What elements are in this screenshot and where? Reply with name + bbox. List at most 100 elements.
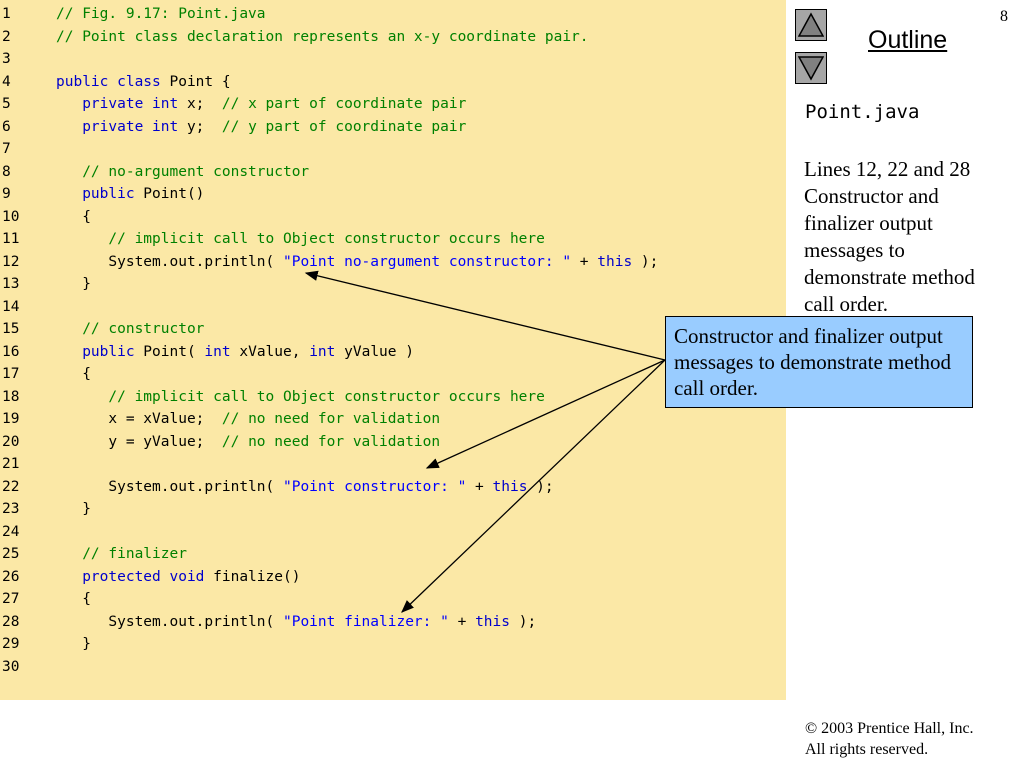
code-token: +: [448, 613, 476, 630]
code-line: 25 // finalizer: [0, 543, 786, 565]
code-token: Point {: [160, 73, 231, 90]
code-token: finalize(): [204, 568, 301, 585]
code-line: 26 protected void finalize(): [0, 566, 786, 588]
side-description: Lines 12, 22 and 28 Constructor and fina…: [804, 157, 975, 316]
code-token: System.out.println(: [56, 613, 283, 630]
code-token: int: [204, 343, 231, 360]
copyright-line-1: © 2003 Prentice Hall, Inc.: [805, 720, 974, 737]
code-line: 29 }: [0, 633, 786, 655]
line-number: 2: [2, 28, 11, 45]
code-token: }: [56, 501, 91, 517]
code-text: protected void finalize(): [56, 566, 300, 588]
code-text: }: [56, 273, 91, 295]
code-text: public Point(): [56, 183, 204, 205]
code-token: y;: [178, 118, 222, 135]
code-text: // implicit call to Object constructor o…: [56, 228, 545, 250]
code-token: );: [632, 253, 659, 270]
code-token: {: [56, 208, 91, 225]
code-text: // finalizer: [56, 543, 187, 565]
file-name-heading: Point.java: [805, 101, 920, 123]
line-number: 4: [2, 73, 11, 90]
line-number: 24: [2, 523, 20, 540]
code-token: x;: [178, 96, 222, 112]
code-token: +: [571, 253, 598, 270]
code-line: 12 System.out.println( "Point no-argumen…: [0, 251, 786, 273]
code-line: 6 private int y; // y part of coordinate…: [0, 116, 786, 138]
code-text: public class Point {: [56, 71, 231, 93]
code-text: }: [56, 633, 91, 655]
code-text: // implicit call to Object constructor o…: [56, 386, 545, 408]
code-token: System.out.println(: [56, 478, 283, 495]
code-text: System.out.println( "Point finalizer: " …: [56, 611, 536, 633]
line-number: 6: [2, 118, 11, 135]
code-token: "Point no-argument constructor: ": [282, 253, 572, 270]
code-token: // Point class declaration represents an…: [56, 28, 589, 45]
code-text: y = yValue; // no need for validation: [56, 431, 440, 453]
code-line: 15 // constructor: [0, 318, 786, 340]
code-token: );: [527, 478, 554, 495]
code-text: private int y; // y part of coordinate p…: [56, 116, 466, 138]
line-number: 15: [2, 321, 20, 337]
code-token: // Fig. 9.17: Point.java: [56, 6, 266, 22]
line-number: 5: [2, 96, 11, 112]
outline-link[interactable]: Outline: [868, 26, 948, 54]
code-token: }: [56, 276, 91, 292]
code-token: // no need for validation: [221, 411, 441, 427]
code-token: xValue,: [230, 343, 310, 360]
copyright: © 2003 Prentice Hall, Inc. All rights re…: [805, 718, 974, 760]
line-number: 14: [2, 298, 20, 315]
code-text: System.out.println( "Point constructor: …: [56, 476, 554, 498]
code-line: 24: [0, 521, 786, 543]
code-text: // constructor: [56, 318, 204, 340]
code-line: 22 System.out.println( "Point constructo…: [0, 476, 786, 498]
code-line: 3: [0, 48, 786, 70]
code-text: private int x; // x part of coordinate p…: [56, 93, 466, 115]
code-text: {: [56, 588, 91, 610]
previous-slide-button[interactable]: [795, 9, 827, 41]
line-number: 11: [2, 231, 20, 247]
code-text: {: [56, 206, 91, 228]
code-line: 8 // no-argument constructor: [0, 161, 786, 183]
code-token: // constructor: [56, 321, 205, 337]
line-number: 1: [2, 6, 11, 22]
line-number: 20: [2, 433, 20, 450]
code-line: 23 }: [0, 498, 786, 520]
line-number: 12: [2, 253, 20, 270]
line-number: 21: [2, 456, 20, 472]
code-token: );: [509, 613, 537, 630]
callout-box: Constructor and finalizer output message…: [665, 316, 973, 408]
code-token: // implicit call to Object constructor o…: [56, 231, 545, 247]
code-token: private int: [56, 96, 179, 112]
triangle-down-icon: [798, 56, 824, 81]
line-number: 18: [2, 388, 20, 405]
code-line: 30: [0, 656, 786, 678]
code-line: 20 y = yValue; // no need for validation: [0, 431, 786, 453]
code-token: private int: [56, 118, 179, 135]
code-line: 9 public Point(): [0, 183, 786, 205]
code-text: // no-argument constructor: [56, 161, 309, 183]
code-token: public: [56, 186, 135, 202]
code-line: 1 // Fig. 9.17: Point.java: [0, 3, 786, 25]
next-slide-button[interactable]: [795, 52, 827, 84]
code-line: 7: [0, 138, 786, 160]
code-line: 14: [0, 296, 786, 318]
code-token: public: [56, 343, 135, 360]
code-token: Point(): [134, 186, 205, 202]
code-token: // no need for validation: [221, 433, 441, 450]
code-token: "Point finalizer: ": [282, 613, 449, 630]
code-token: protected void: [56, 568, 205, 585]
code-token: int: [309, 343, 336, 360]
copyright-line-2: All rights reserved.: [805, 741, 929, 758]
code-token: }: [56, 636, 91, 652]
code-line: 21: [0, 453, 786, 475]
code-text: {: [56, 363, 91, 385]
code-token: this: [475, 613, 510, 630]
line-number: 30: [2, 658, 20, 675]
code-line: 5 private int x; // x part of coordinate…: [0, 93, 786, 115]
code-line: 27 {: [0, 588, 786, 610]
code-token: {: [56, 591, 91, 607]
code-token: System.out.println(: [56, 253, 283, 270]
line-number: 23: [2, 501, 20, 517]
code-text: // Fig. 9.17: Point.java: [56, 3, 266, 25]
code-text: System.out.println( "Point no-argument c…: [56, 251, 658, 273]
